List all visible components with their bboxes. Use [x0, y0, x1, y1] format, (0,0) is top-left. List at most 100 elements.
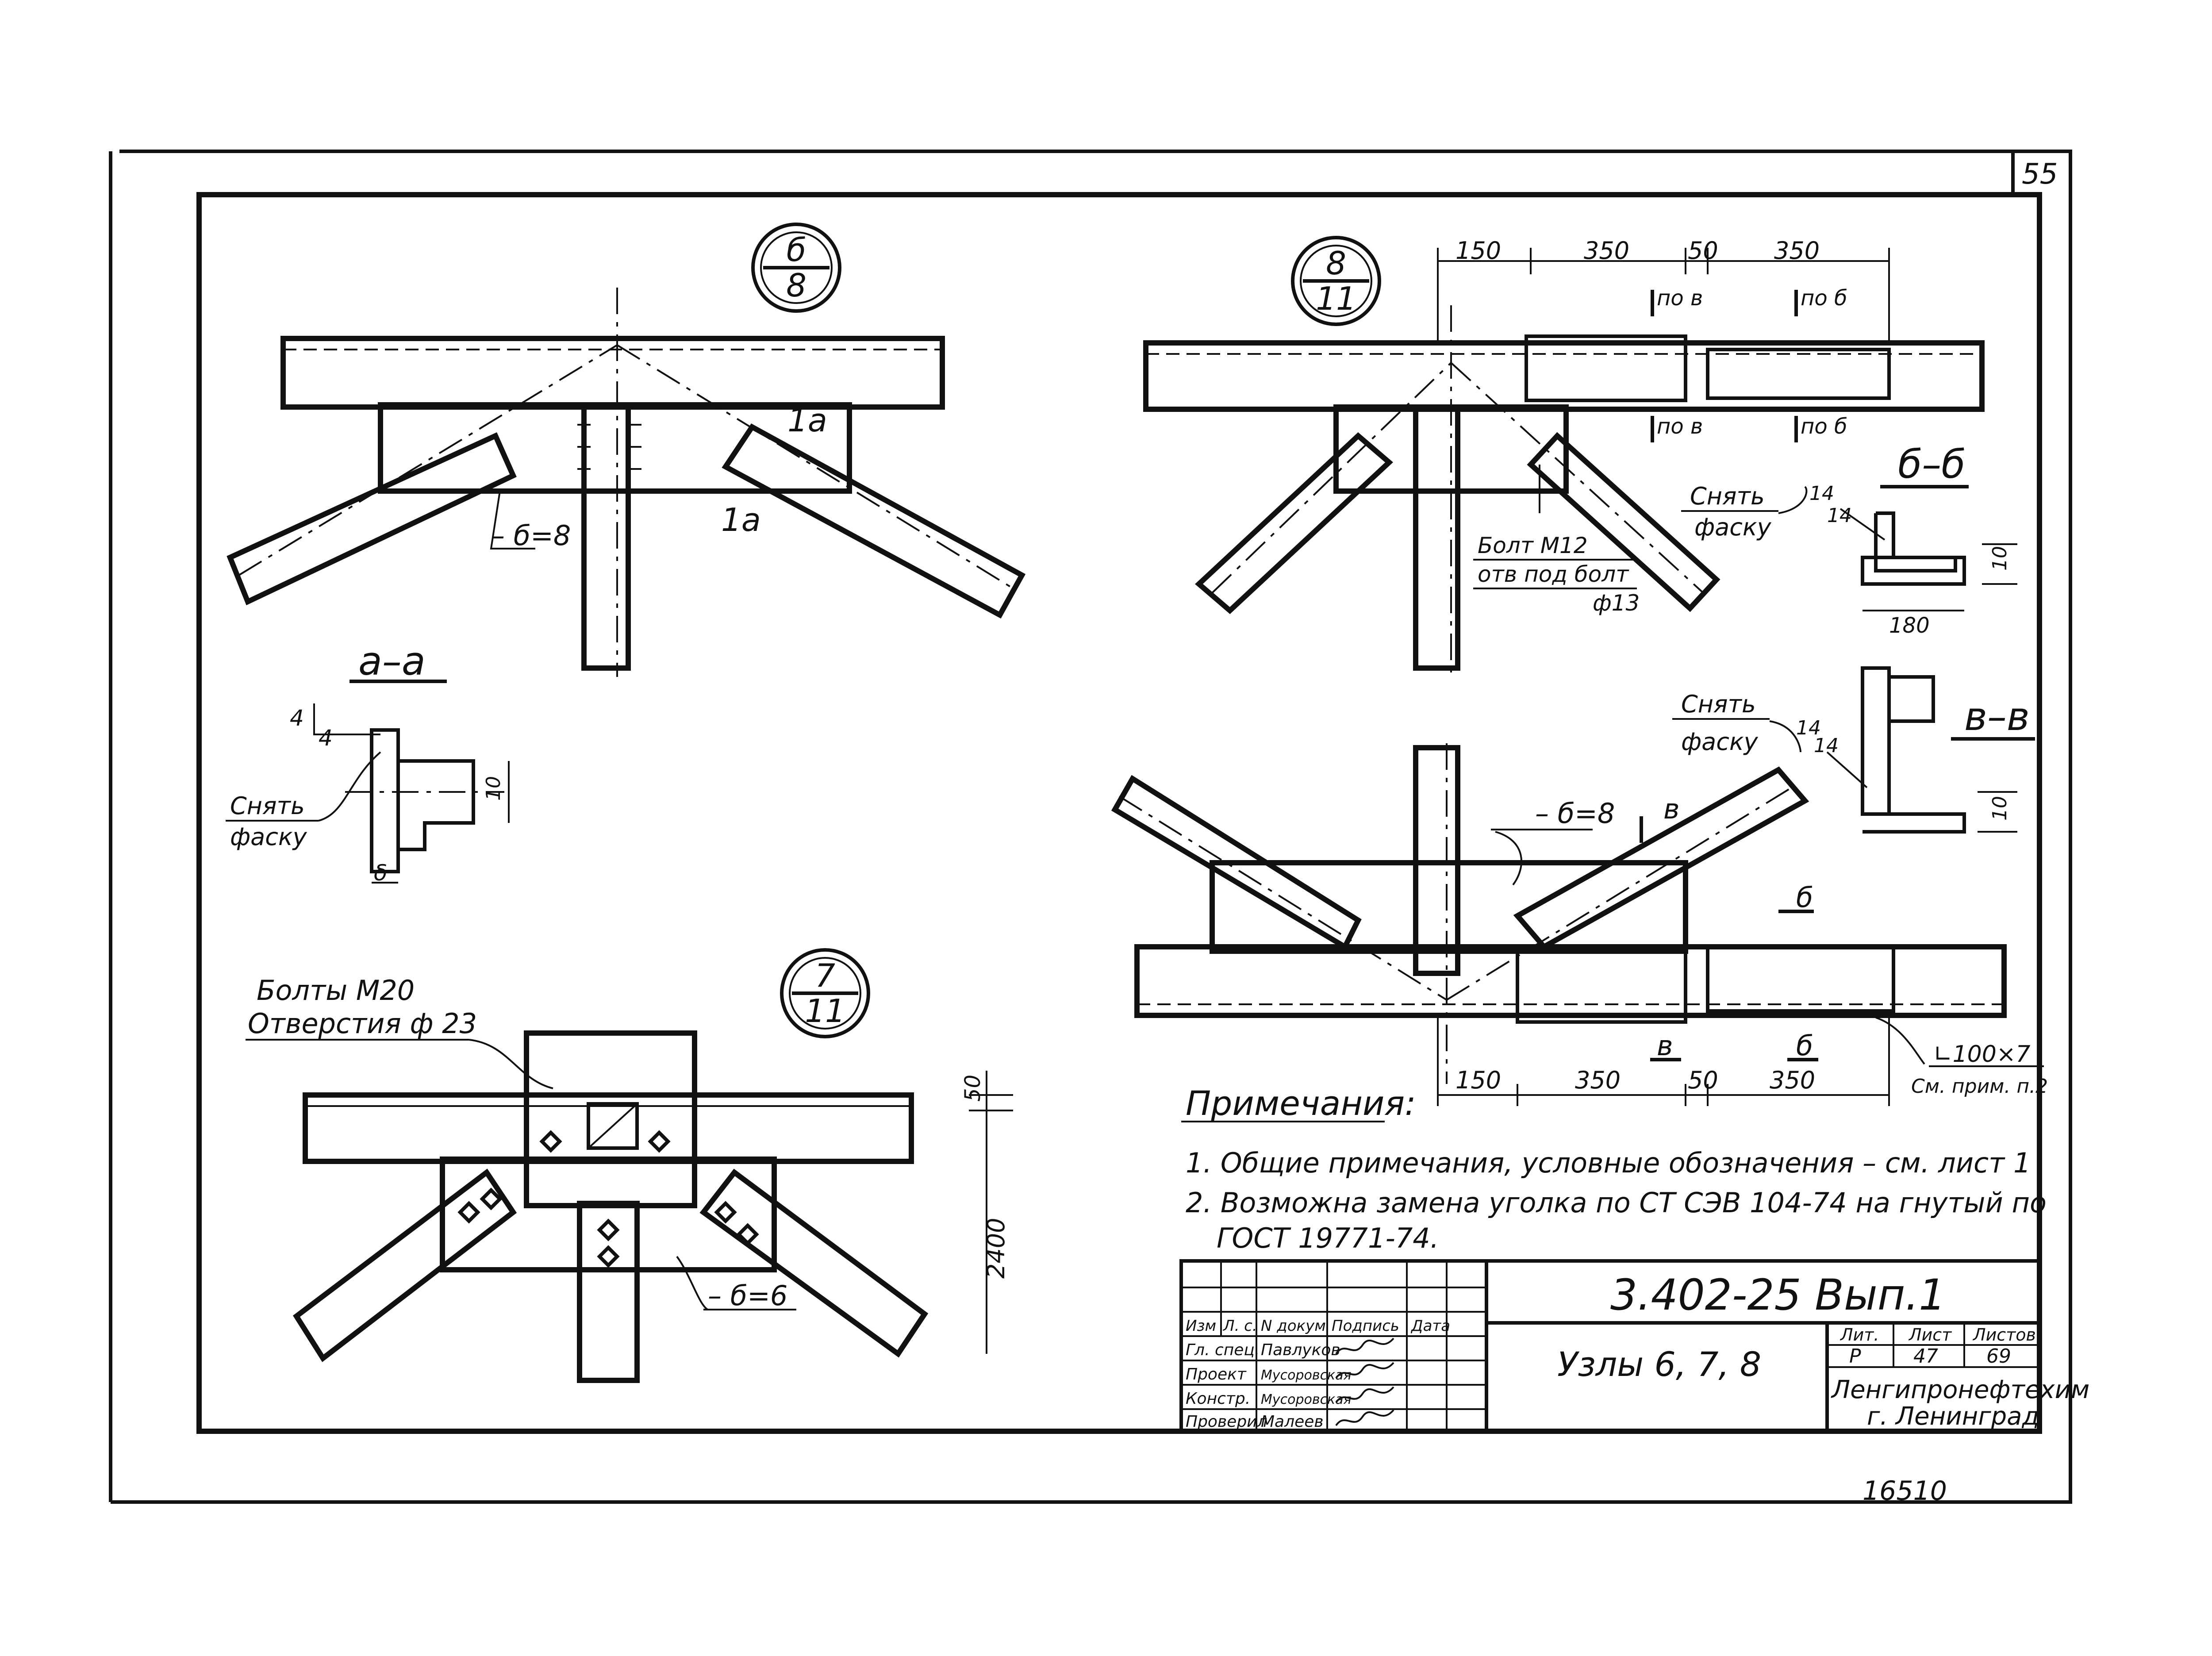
notes-item-1: 1. Общие примечания, условные обозначени… — [1186, 1147, 2031, 1179]
title-block-row-2-role: Констр. — [1186, 1390, 1250, 1408]
notes-item-2: 2. Возможна замена уголка по СТ СЭВ 104-… — [1186, 1187, 2047, 1219]
node-7-11-dim-50: 50 — [960, 1075, 985, 1102]
section-aa: а–а 4 4 Снять фаску 10 δ — [226, 638, 510, 886]
title-block-row-1-role: Проект — [1186, 1365, 1247, 1383]
section-vv-title: в–в — [1964, 694, 2030, 739]
title-block-header-3: Подпись — [1332, 1317, 1399, 1335]
node-8-11-dim-bot-3: 50 — [1688, 1066, 1718, 1094]
node-8-11: 8 11 150 350 50 350 по в по б по в по б — [1111, 236, 2048, 1106]
title-block-org-line1: Ленгипронефтехим — [1831, 1376, 2089, 1404]
node-b8-section-1a-top: 1a — [787, 402, 827, 439]
node-b8-marker-top: б — [787, 231, 806, 269]
page-number: 55 — [2022, 158, 2058, 191]
section-bb-note-line2: фаску — [1694, 513, 1772, 541]
node-8-11-dim-bot-4: 350 — [1770, 1066, 1815, 1094]
node-b8-plate-label: – б=8 — [491, 519, 571, 552]
title-block-code: 3.402-25 Вып.1 — [1610, 1270, 1946, 1320]
node-7-11-bolts — [457, 1130, 759, 1268]
node-8-11-bolt-line3: ф13 — [1593, 590, 1640, 616]
title-block-org-line2: г. Ленинград — [1867, 1402, 2039, 1431]
node-7-11-dim-2400: 2400 — [982, 1218, 1010, 1279]
section-bb-note-line1: Снять — [1690, 482, 1765, 510]
title-block-header-2: N докум — [1261, 1317, 1326, 1335]
node-8-11-dim-top-3: 50 — [1688, 237, 1718, 265]
title-block-header-0: Изм — [1186, 1317, 1216, 1335]
title-block-stage-value-0: Р — [1849, 1345, 1861, 1368]
footer-code: 16510 — [1863, 1475, 1947, 1506]
node-8-11-cut-po-v-bot: по в — [1657, 414, 1703, 439]
section-vv-note-line1: Снять — [1681, 690, 1756, 718]
section-aa-weld: 4 — [290, 705, 304, 731]
section-vv: в–в Снять фаску 14 14 10 — [1672, 666, 2035, 834]
node-8-11-cut-v-lower: в — [1657, 1030, 1673, 1062]
section-bb: б–б Снять фаску 14 14 180 10 — [1681, 442, 2017, 638]
title-block: Изм Л. с. N докум Подпись Дата Гл. спец.… — [1179, 1259, 2089, 1433]
section-aa-weld2: 4 — [319, 725, 333, 751]
node-7-11-plate-label: – б=6 — [708, 1279, 787, 1312]
title-block-row-1-name: Мусоровская — [1261, 1368, 1352, 1383]
node-8-11-dim-top-2: 350 — [1584, 237, 1629, 265]
section-bb-weld: 14 — [1809, 482, 1834, 505]
notes-item-3: ГОСТ 19771-74. — [1217, 1222, 1439, 1254]
section-vv-weld2: 14 — [1814, 734, 1839, 757]
title-block-row-3-role: Проверил — [1186, 1413, 1267, 1431]
title-block-row-2-name: Мусоровская — [1261, 1392, 1352, 1407]
section-aa-dim-delta: δ — [374, 860, 388, 886]
node-8-11-marker-top: 8 — [1326, 245, 1346, 282]
node-8-11-cut-po-b-bot: по б — [1801, 414, 1847, 439]
section-bb-dim-180: 180 — [1889, 613, 1930, 638]
node-8-11-dim-top-1: 150 — [1455, 237, 1501, 265]
section-aa-dim-10: 10 — [482, 776, 505, 801]
node-7-11-marker: 7 11 — [780, 948, 870, 1038]
node-8-11-cut-po-b-top: по б — [1801, 286, 1847, 311]
node-8-11-cut-v-upper: в — [1663, 793, 1680, 825]
node-8-11-dim-bot-2: 350 — [1575, 1066, 1621, 1094]
title-block-header-4: Дата — [1410, 1317, 1450, 1335]
title-block-row-0-role: Гл. спец. — [1186, 1341, 1260, 1359]
notes-title: Примечания: — [1186, 1084, 1416, 1123]
node-8-11-cut-b-upper: б — [1796, 881, 1813, 914]
section-vv-weld: 14 — [1796, 717, 1821, 739]
node-b8-marker-bottom: 8 — [786, 267, 806, 304]
node-7-11-bolts-line1: Болты М20 — [257, 974, 415, 1007]
title-block-title: Узлы 6, 7, 8 — [1557, 1345, 1761, 1384]
node-b8: б 8 1a 1a – б=8 — [227, 223, 1026, 677]
section-vv-dim-10: 10 — [1989, 796, 2011, 821]
node-7-11-marker-top: 7 — [815, 957, 835, 994]
section-aa-note-line1: Снять — [230, 792, 305, 820]
node-8-11-marker-bottom: 11 — [1316, 280, 1356, 317]
section-bb-dim-10: 10 — [1989, 546, 2011, 571]
node-b8-marker: б 8 — [751, 223, 841, 313]
node-8-11-cut-po-v-top: по в — [1657, 286, 1703, 311]
section-aa-note-line2: фаску — [230, 823, 307, 851]
node-8-11-bolt-line2: отв под болт — [1478, 561, 1629, 587]
node-7-11: 7 11 Болты М20 Отверстия ф 23 — [246, 948, 1013, 1383]
node-8-11-marker: 8 11 — [1291, 236, 1381, 326]
title-block-stage-value-1: 47 — [1913, 1345, 1938, 1368]
node-8-11-dim-bot-1: 150 — [1455, 1066, 1501, 1094]
node-8-11-cut-b-lower: б — [1796, 1030, 1813, 1062]
node-b8-section-1a-bottom: 1a — [721, 501, 761, 538]
node-8-11-dim-top-4: 350 — [1774, 237, 1820, 265]
title-block-stage-value-2: 69 — [1986, 1345, 2011, 1368]
title-block-header-1: Л. с. — [1222, 1317, 1257, 1335]
notes: Примечания: 1. Общие примечания, условны… — [1181, 1084, 2047, 1254]
node-8-11-angle-label: ∟100×7 — [1933, 1041, 2030, 1068]
sheet-frame: 55 — [109, 150, 2072, 1504]
node-7-11-bolts-line2: Отверстия ф 23 — [248, 1007, 477, 1040]
title-block-stage-header-0: Лит. — [1839, 1325, 1879, 1345]
title-block-row-3-name: Малеев — [1261, 1413, 1324, 1431]
node-8-11-angle-note: См. прим. п.2 — [1911, 1075, 2048, 1098]
section-bb-weld2: 14 — [1827, 504, 1852, 527]
title-block-stage-header-2: Листов — [1972, 1325, 2036, 1345]
section-vv-note-line2: фаску — [1681, 728, 1759, 756]
node-8-11-bolt-line1: Болт М12 — [1478, 533, 1588, 558]
node-8-11-plate-label: – б=8 — [1535, 797, 1615, 830]
title-block-row-0-name: Павлуков — [1261, 1341, 1340, 1359]
node-7-11-marker-bottom: 11 — [805, 992, 845, 1030]
section-aa-title: а–а — [358, 638, 426, 684]
section-bb-title: б–б — [1898, 442, 1966, 487]
title-block-stage-header-1: Лист — [1908, 1325, 1952, 1345]
